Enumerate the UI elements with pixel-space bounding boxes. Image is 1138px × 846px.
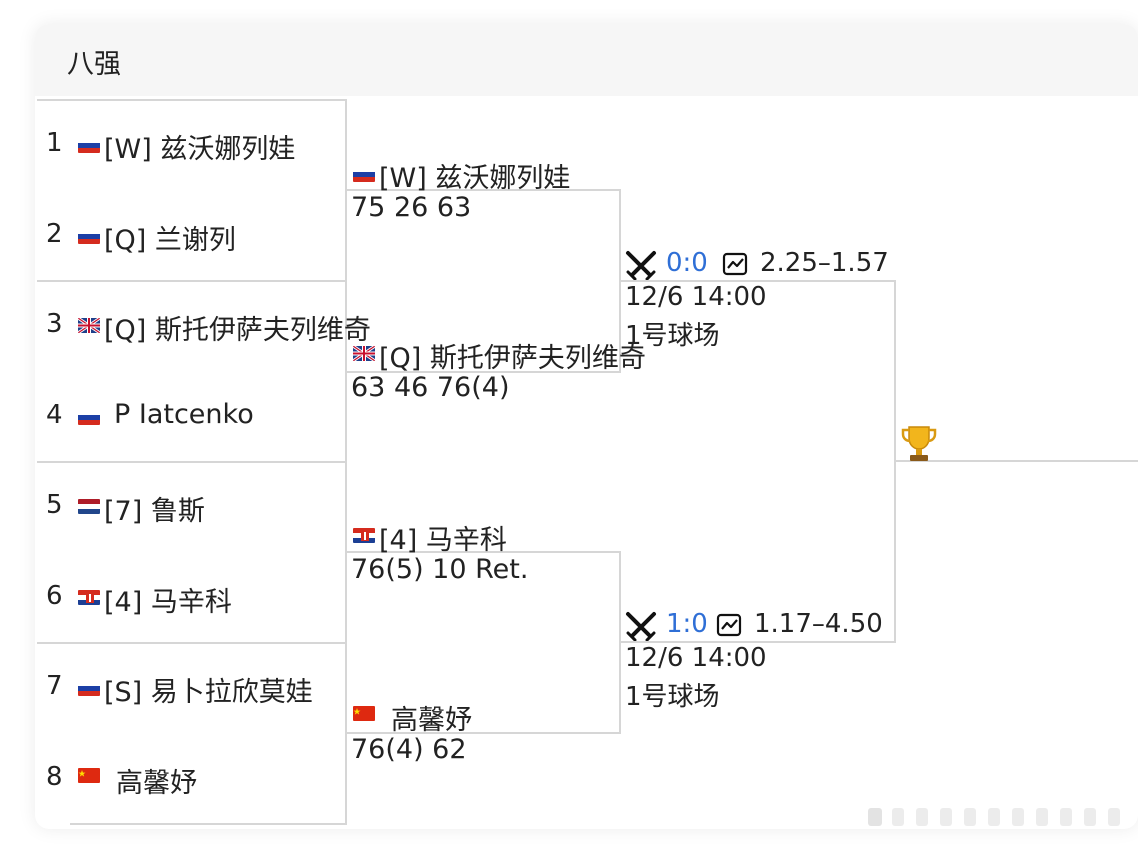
divider	[37, 280, 347, 282]
player-name: [S] 易卜拉欣莫娃	[104, 677, 313, 708]
indicator-dot	[1036, 808, 1048, 826]
page-title: 八强	[67, 49, 121, 80]
court-name: 1号球场	[625, 321, 720, 351]
indicator-dot	[988, 808, 1000, 826]
match-datetime: 12/6 14:00	[625, 643, 767, 673]
player-name: [4] 马辛科	[104, 587, 232, 618]
page-indicator	[868, 800, 1128, 830]
russia-flag-icon	[78, 681, 100, 696]
seed-number: 6	[46, 581, 63, 611]
seed-number: 3	[46, 309, 63, 339]
indicator-dot	[1108, 808, 1120, 826]
indicator-dot	[868, 808, 882, 826]
connector	[621, 641, 896, 643]
match-score: 63 46 76(4)	[351, 372, 510, 403]
connector	[347, 551, 621, 553]
seed-number: 7	[46, 671, 63, 701]
odds: 1.17–4.50	[754, 609, 883, 639]
odds: 2.25–1.57	[760, 248, 889, 278]
divider	[70, 823, 347, 825]
connector	[894, 460, 1138, 462]
china-flag-icon	[353, 706, 375, 721]
connector	[347, 189, 621, 191]
swords-icon[interactable]	[625, 250, 657, 280]
court-name: 1号球场	[625, 682, 720, 712]
bracket-card: 八强	[35, 24, 1138, 829]
match-datetime: 12/6 14:00	[625, 282, 767, 312]
russia-flag-icon	[78, 138, 100, 153]
player-name: 高馨妤	[391, 705, 472, 736]
swords-icon[interactable]	[625, 611, 657, 641]
indicator-dot	[892, 808, 904, 826]
player-name: [W] 兹沃娜列娃	[104, 134, 296, 165]
uk-flag-icon	[353, 346, 375, 361]
divider	[37, 99, 347, 101]
uk-flag-icon	[78, 318, 100, 333]
connector	[621, 280, 896, 282]
connector	[619, 551, 621, 734]
seed-number: 8	[46, 762, 63, 792]
player-name: [Q] 斯托伊萨夫列维奇	[104, 315, 371, 346]
russia-flag-icon	[353, 167, 375, 182]
indicator-dot	[940, 808, 952, 826]
head-to-head-link[interactable]: 0:0	[666, 248, 708, 278]
connector	[619, 189, 621, 373]
croatia-flag-icon	[353, 528, 375, 543]
indicator-dot	[964, 808, 976, 826]
indicator-dot	[916, 808, 928, 826]
indicator-dot	[1012, 808, 1024, 826]
match-score: 76(4) 62	[351, 734, 467, 765]
header-bar: 八强	[35, 24, 1138, 96]
line-chart-icon[interactable]	[716, 613, 742, 637]
croatia-flag-icon	[78, 590, 100, 605]
match-score: 76(5) 10 Ret.	[351, 554, 529, 585]
player-name: [Q] 兰谢列	[104, 225, 236, 256]
match-score: 75 26 63	[351, 192, 472, 223]
russia-flag-icon	[78, 229, 100, 244]
player-name: P Iatcenko	[114, 399, 254, 430]
netherlands-flag-icon	[78, 499, 100, 514]
seed-number: 1	[46, 128, 63, 158]
divider	[37, 461, 347, 463]
china-flag-icon	[78, 768, 100, 783]
connector	[347, 732, 621, 734]
indicator-dot	[1084, 808, 1096, 826]
seed-number: 4	[46, 400, 63, 430]
divider	[345, 99, 347, 825]
player-name: [4] 马辛科	[379, 525, 507, 556]
trophy-icon	[901, 426, 937, 461]
player-name: [7] 鲁斯	[104, 496, 205, 527]
russia-flag-icon	[78, 410, 100, 425]
player-name: [W] 兹沃娜列娃	[379, 163, 571, 194]
seed-number: 2	[46, 219, 63, 249]
head-to-head-link[interactable]: 1:0	[666, 609, 708, 639]
player-name: [Q] 斯托伊萨夫列维奇	[379, 343, 646, 374]
seed-number: 5	[46, 490, 63, 520]
divider	[37, 642, 347, 644]
indicator-dot	[1060, 808, 1072, 826]
connector	[347, 371, 621, 373]
player-name: 高馨妤	[116, 768, 197, 799]
line-chart-icon[interactable]	[722, 252, 748, 276]
